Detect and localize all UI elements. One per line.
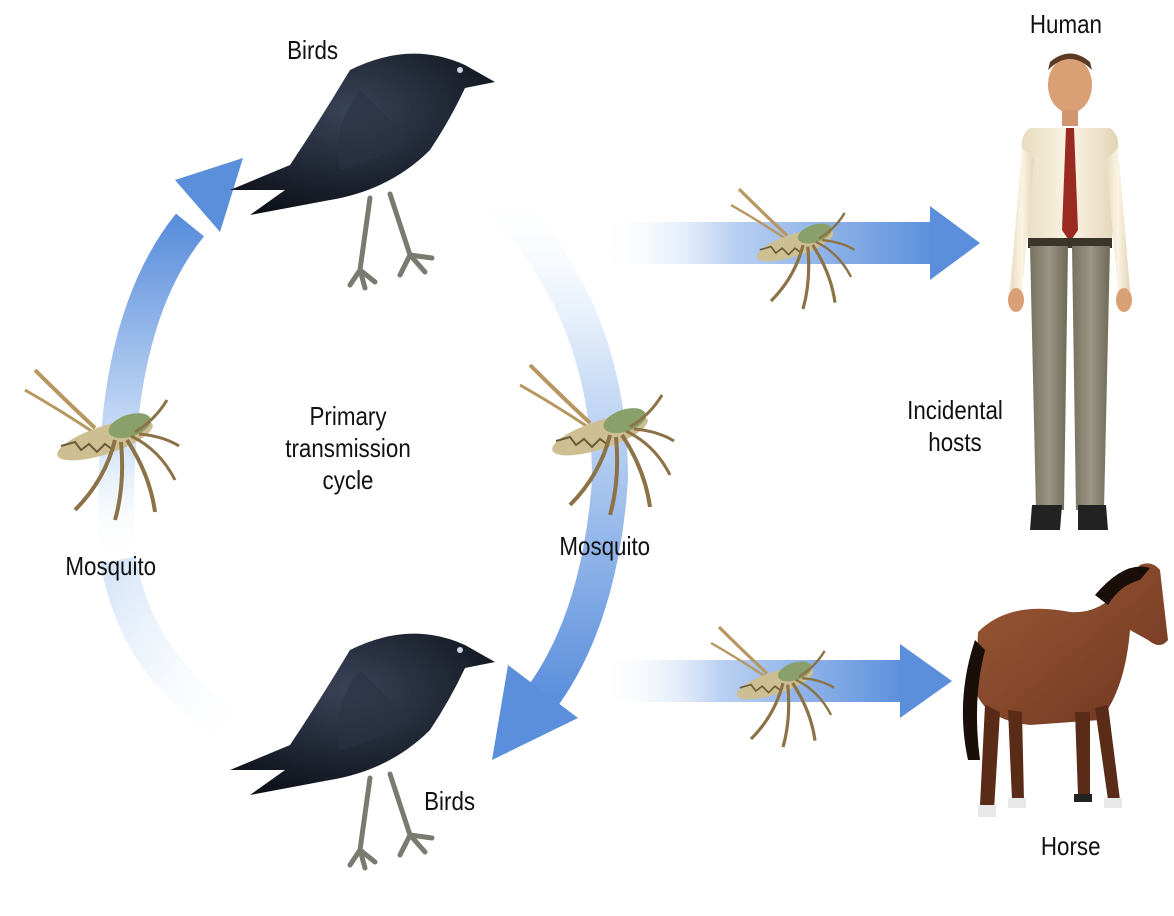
crow-bottom-illustration: [230, 634, 495, 868]
label-mosquito-right: Mosquito: [559, 530, 650, 562]
cycle-arrow-left-lower: [118, 560, 250, 735]
label-incidental-hosts: Incidental hosts: [899, 394, 1011, 458]
arrow-to-horse-head: [900, 644, 952, 718]
horse-illustration: [963, 563, 1168, 817]
arrow-to-human-head: [930, 206, 980, 280]
label-mosquito-left: Mosquito: [65, 550, 156, 582]
label-horse: Horse: [1041, 830, 1101, 862]
label-primary-transmission-cycle: Primary transmission cycle: [279, 400, 417, 496]
cycle-arrowhead-left: [175, 158, 243, 232]
label-human: Human: [1030, 8, 1102, 40]
crow-top-illustration: [230, 54, 495, 288]
label-birds-top: Birds: [287, 34, 338, 66]
human-illustration: [1008, 54, 1132, 531]
label-birds-bottom: Birds: [424, 785, 475, 817]
